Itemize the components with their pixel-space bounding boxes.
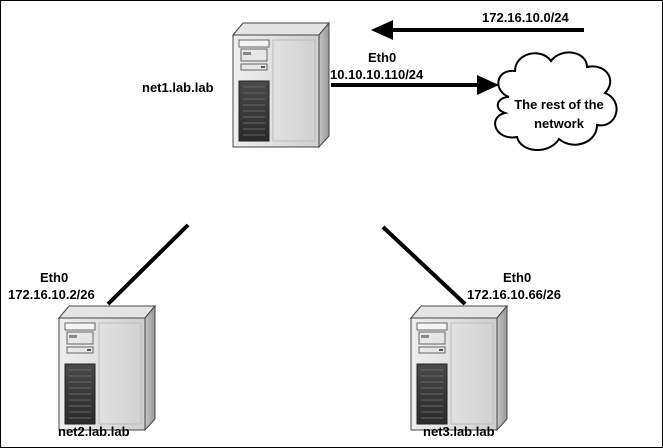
cloud-label-line1: The rest of the xyxy=(514,97,604,112)
server-icon-net1 xyxy=(232,22,330,148)
net1-iface-label: Eth0 xyxy=(368,50,397,65)
net3-hostname: net3.lab.lab xyxy=(423,424,495,439)
net3-iface-label: Eth0 xyxy=(503,270,532,285)
route-arrow-head xyxy=(371,20,393,40)
net2-hostname: net2.lab.lab xyxy=(58,424,130,439)
net1-hostname: net1.lab.lab xyxy=(142,80,214,95)
uplink-arrow-head xyxy=(477,75,499,95)
cloud-icon xyxy=(494,51,618,151)
route-label: 172.16.10.0/24 xyxy=(482,10,569,25)
link-net1-net2 xyxy=(106,223,190,306)
server-icon-net3 xyxy=(410,305,508,431)
net2-ip-label: 172.16.10.2/26 xyxy=(8,287,95,302)
net3-ip-label: 172.16.10.66/26 xyxy=(467,287,561,302)
net1-ip-label: 10.10.10.110/24 xyxy=(330,67,424,82)
link-net1-net3 xyxy=(381,225,467,306)
cloud-label-line2: network xyxy=(534,116,584,131)
server-icon-net2 xyxy=(58,305,156,431)
cloud-label: The rest of the network xyxy=(504,95,614,133)
net2-iface-label: Eth0 xyxy=(40,270,69,285)
